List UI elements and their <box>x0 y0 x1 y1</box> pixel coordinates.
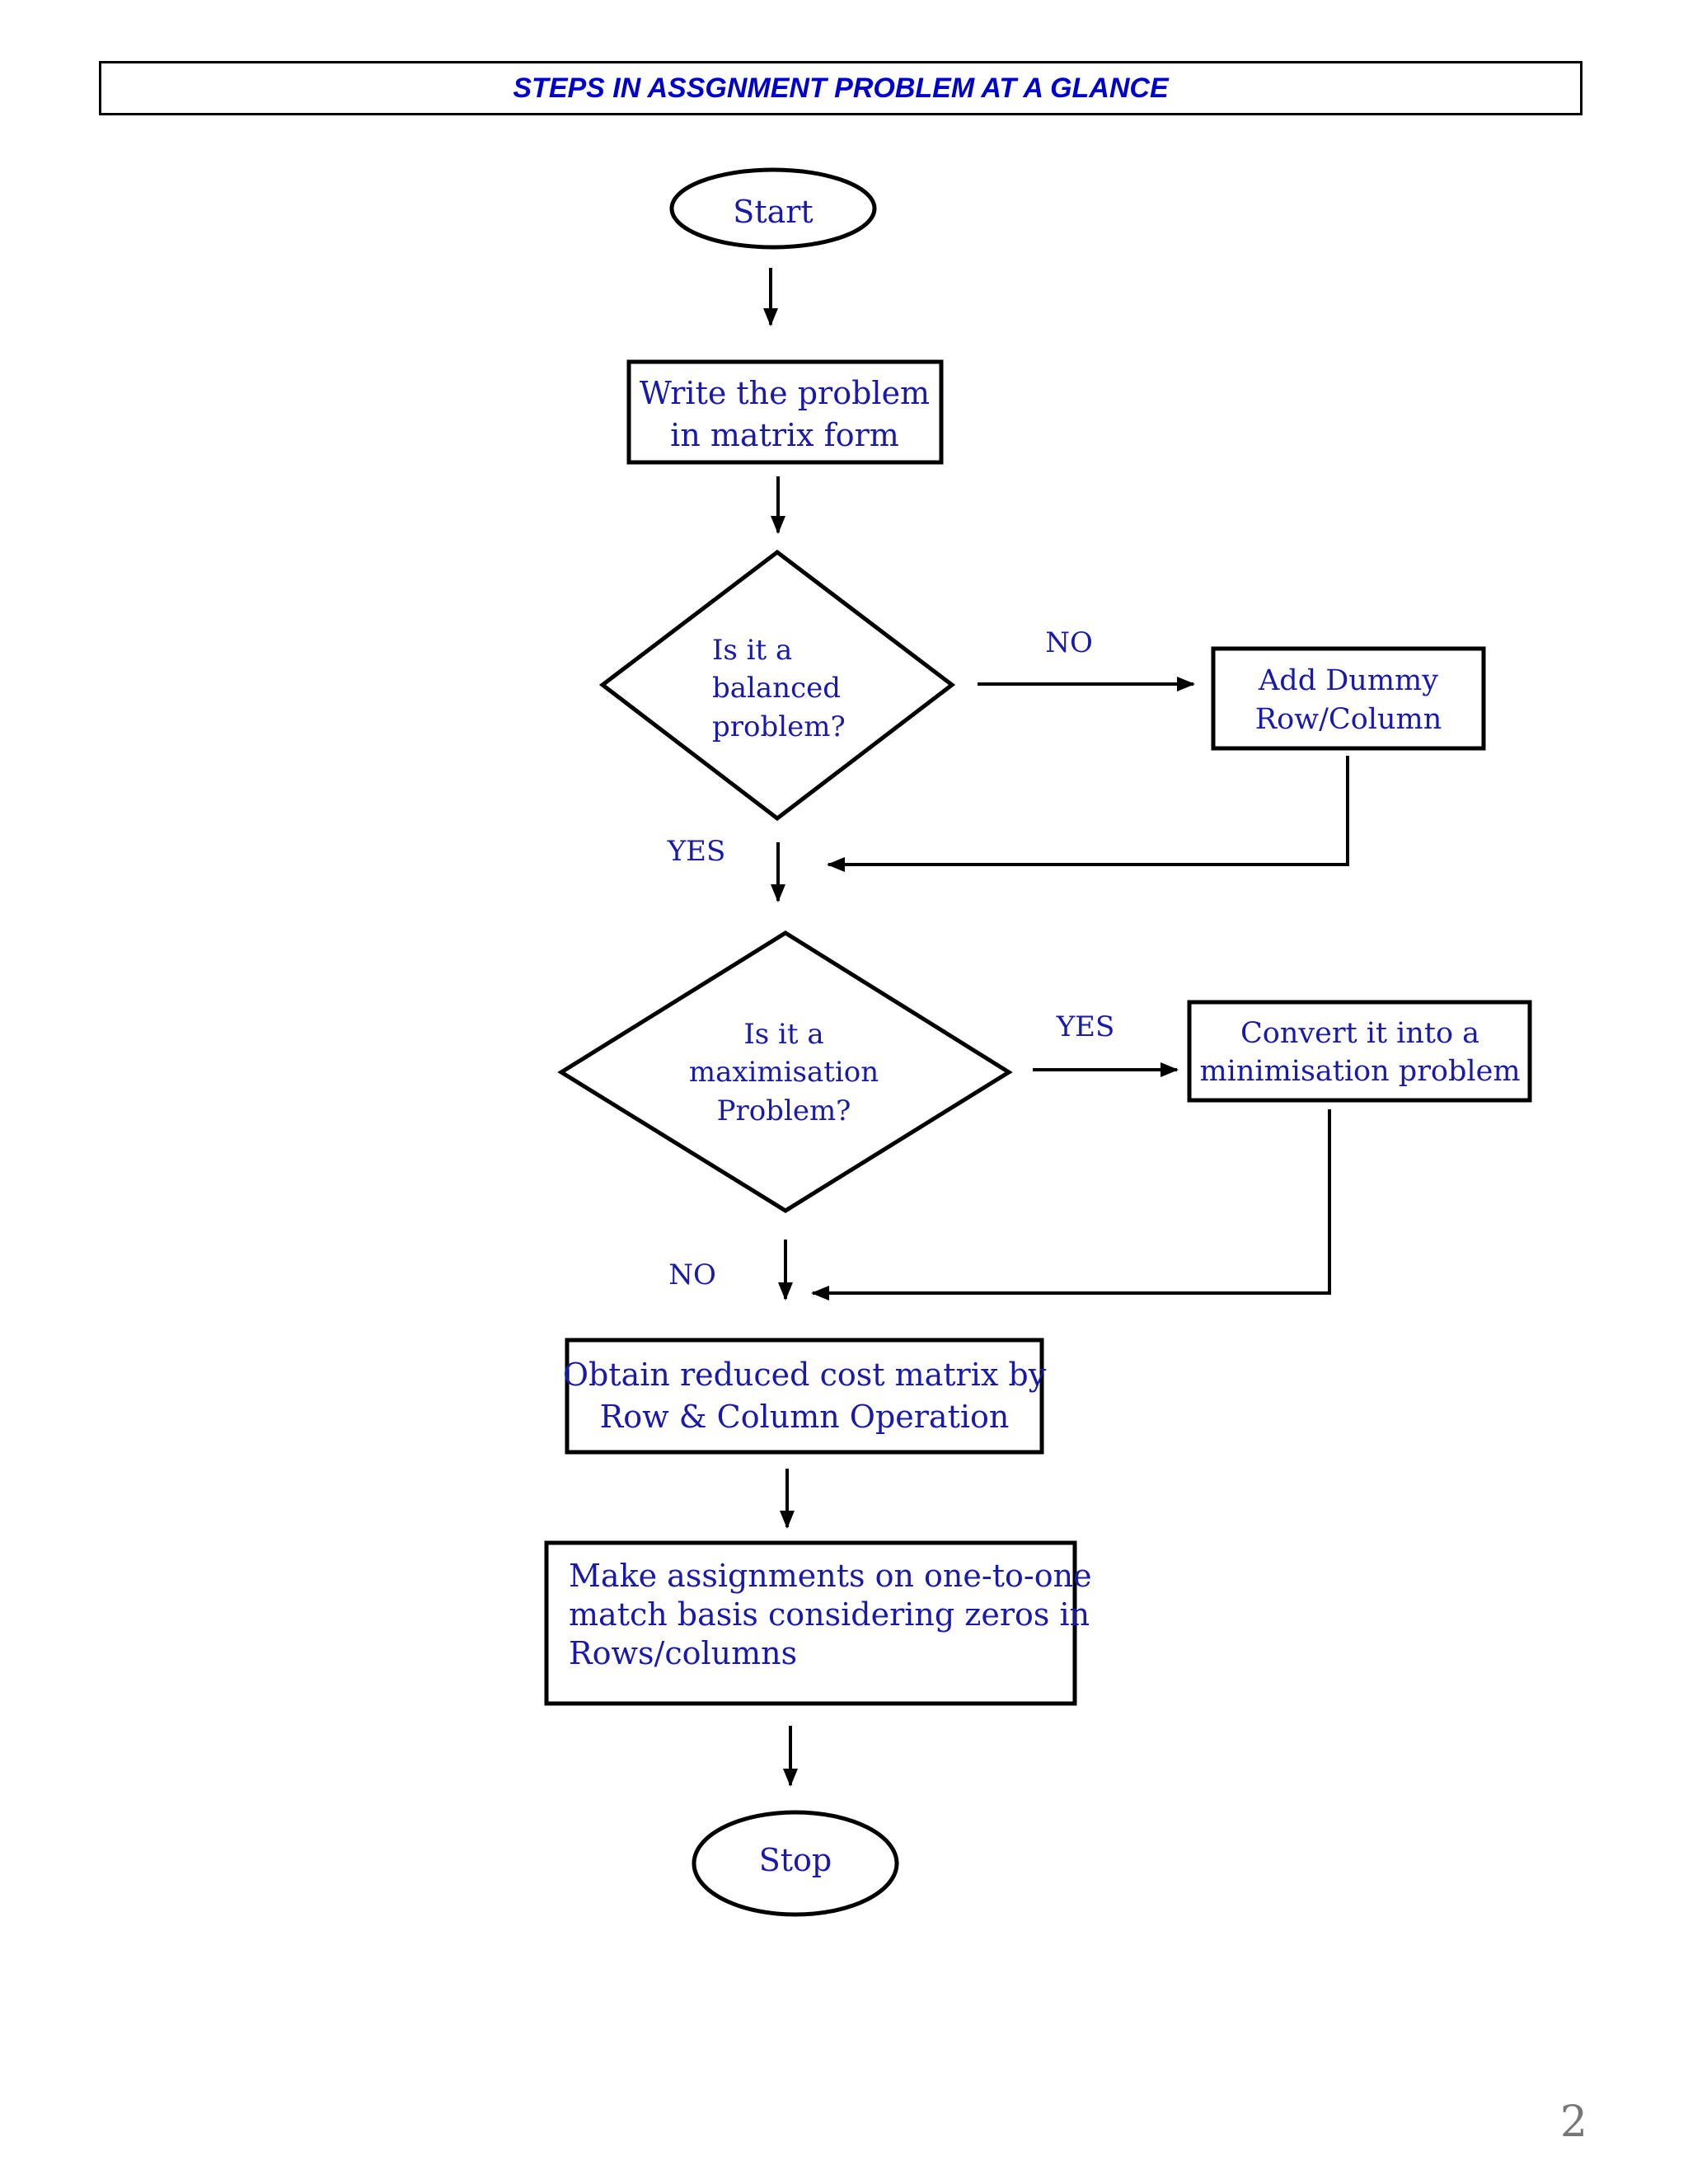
arrow-dummy-return <box>827 756 1349 872</box>
stop-node: Stop <box>692 1810 899 1917</box>
write-problem-node: Write the problem in matrix form <box>626 359 944 465</box>
balanced-line-2: balanced <box>712 672 841 705</box>
write-problem-line-2: in matrix form <box>670 417 899 453</box>
maximisation-line-3: Problem? <box>717 1094 851 1127</box>
assign-line-2: match basis considering zeros in <box>569 1596 1090 1633</box>
edge-label-max-no: NO <box>668 1258 716 1291</box>
reduced-cost-node: Obtain reduced cost matrix by Row & Colu… <box>563 1338 1047 1455</box>
assign-line-3: Rows/columns <box>569 1635 797 1671</box>
assign-line-1: Make assignments on one-to-one <box>569 1558 1092 1594</box>
add-dummy-line-2: Row/Column <box>1255 703 1442 736</box>
stop-label: Stop <box>759 1842 832 1878</box>
page-title: STEPS IN ASSGNMENT PROBLEM AT A GLANCE <box>513 72 1169 104</box>
balanced-line-1: Is it a <box>712 634 792 667</box>
convert-line-1: Convert it into a <box>1240 1017 1479 1050</box>
convert-line-2: minimisation problem <box>1199 1055 1520 1088</box>
balanced-line-3: problem? <box>712 710 846 743</box>
balanced-decision-node: Is it a balanced problem? <box>598 549 956 822</box>
add-dummy-line-1: Add Dummy <box>1258 664 1438 697</box>
write-problem-line-1: Write the problem <box>640 375 930 411</box>
add-dummy-node: Add Dummy Row/Column <box>1211 646 1486 751</box>
title-box: STEPS IN ASSGNMENT PROBLEM AT A GLANCE <box>99 61 1582 115</box>
arrow-convert-return <box>811 1109 1331 1301</box>
start-node: Start <box>669 167 877 250</box>
make-assignments-node: Make assignments on one-to-one match bas… <box>544 1540 1092 1706</box>
convert-minimisation-node: Convert it into a minimisation problem <box>1187 1000 1532 1103</box>
edge-label-max-yes: YES <box>1056 1010 1115 1043</box>
page-number: 2 <box>1560 2097 1587 2147</box>
start-label: Start <box>733 194 813 230</box>
reduced-cost-line-1: Obtain reduced cost matrix by <box>563 1357 1047 1393</box>
maximisation-line-1: Is it a <box>743 1018 823 1051</box>
reduced-cost-line-2: Row & Column Operation <box>600 1399 1010 1435</box>
maximisation-decision-node: Is it a maximisation Problem? <box>557 930 1013 1213</box>
edge-label-balanced-yes: YES <box>667 835 726 868</box>
maximisation-line-2: maximisation <box>689 1056 879 1089</box>
edge-label-balanced-no: NO <box>1045 626 1093 659</box>
